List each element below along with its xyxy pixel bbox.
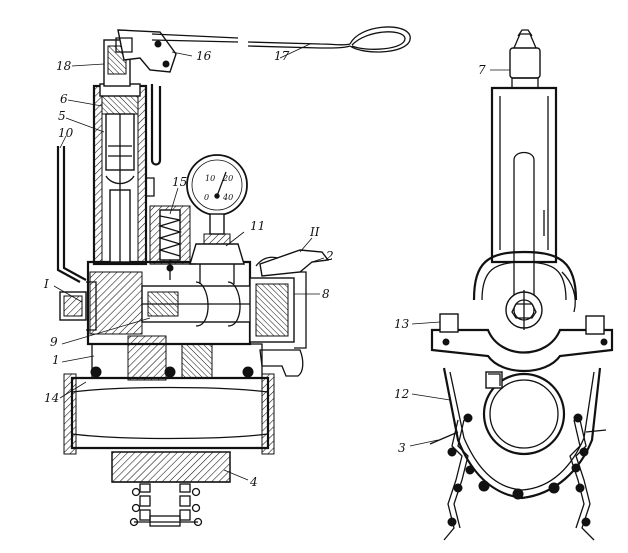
clamp-block xyxy=(111,451,231,527)
callout-13: 13 xyxy=(394,317,410,331)
callout-8: 8 xyxy=(322,287,330,301)
callout-6: 6 xyxy=(60,92,68,106)
callout-16: 16 xyxy=(196,49,212,63)
yoke xyxy=(430,313,614,373)
callout-15: 15 xyxy=(172,175,187,189)
callout-18: 18 xyxy=(56,59,72,73)
callout-4: 4 xyxy=(249,475,258,489)
callout-12: 12 xyxy=(394,387,409,401)
spring-cartridge xyxy=(149,205,196,280)
side-handle xyxy=(56,146,87,283)
callout-9: 9 xyxy=(50,335,58,349)
gauge-tick-40: 40 xyxy=(222,193,233,202)
column xyxy=(490,86,558,301)
callout-5: 5 xyxy=(58,109,66,123)
valve-body xyxy=(59,260,255,346)
callout-labels: 18 16 17 6 5 10 15 11 II 2 8 I 9 1 14 4 … xyxy=(43,49,486,489)
side-view xyxy=(409,29,614,541)
side-leaders xyxy=(409,69,510,447)
pivot-housing xyxy=(472,250,578,330)
callout-I: I xyxy=(43,277,49,291)
top-knob xyxy=(509,29,541,89)
callout-11: 11 xyxy=(250,219,265,233)
pressure-gauge: 10 20 0 40 xyxy=(186,154,248,284)
callout-II: II xyxy=(309,225,320,239)
callout-7: 7 xyxy=(478,63,486,77)
leader-lines xyxy=(53,43,325,481)
callout-1: 1 xyxy=(52,353,60,367)
chain-lower xyxy=(129,483,203,527)
gauge-tick-20: 20 xyxy=(222,174,233,183)
callout-17: 17 xyxy=(274,49,290,63)
callout-2: 2 xyxy=(325,249,334,263)
outlet-coupling xyxy=(249,249,330,377)
callout-14: 14 xyxy=(44,391,59,405)
valve-base xyxy=(90,335,263,381)
top-mechanism xyxy=(103,26,411,87)
gauge-tick-10: 10 xyxy=(205,174,215,183)
pipe xyxy=(63,373,275,455)
gauge-tick-0: 0 xyxy=(204,193,209,202)
callout-10: 10 xyxy=(58,126,74,140)
side-chains xyxy=(429,419,607,541)
sectional-view: 10 20 0 40 xyxy=(53,26,411,527)
lower-body xyxy=(442,367,602,500)
callout-3: 3 xyxy=(398,441,406,455)
